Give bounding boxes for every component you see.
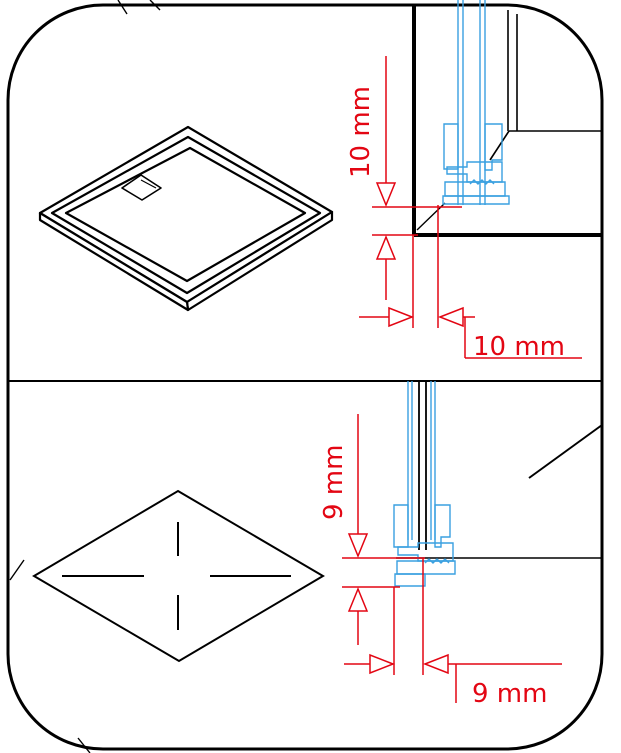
top-panel: 10 mm 10 mm: [38, 0, 602, 362]
top-glass-profile: [442, 0, 510, 205]
frame-edge-strokes: [9, 0, 161, 753]
shower-tray-3d-icon: [38, 125, 334, 312]
top-dimension-arrows: [375, 182, 464, 328]
top-vertical-dimension-label: 10 mm: [346, 86, 376, 178]
flat-tray-icon: [32, 489, 325, 663]
bottom-vertical-dimension-label: 9 mm: [319, 445, 349, 520]
bottom-glass-profile: [393, 381, 456, 587]
bottom-wall-section: [396, 381, 603, 559]
bottom-dimension-arrows: [347, 533, 449, 675]
top-dimension-graphics: [359, 56, 582, 359]
top-wall-section: [412, 5, 602, 237]
bottom-panel: 9 mm 9 mm: [32, 381, 603, 709]
top-horizontal-dimension-label: 10 mm: [473, 332, 565, 362]
diagram-frame: [6, 3, 604, 751]
bottom-horizontal-dimension-label: 9 mm: [472, 679, 547, 709]
